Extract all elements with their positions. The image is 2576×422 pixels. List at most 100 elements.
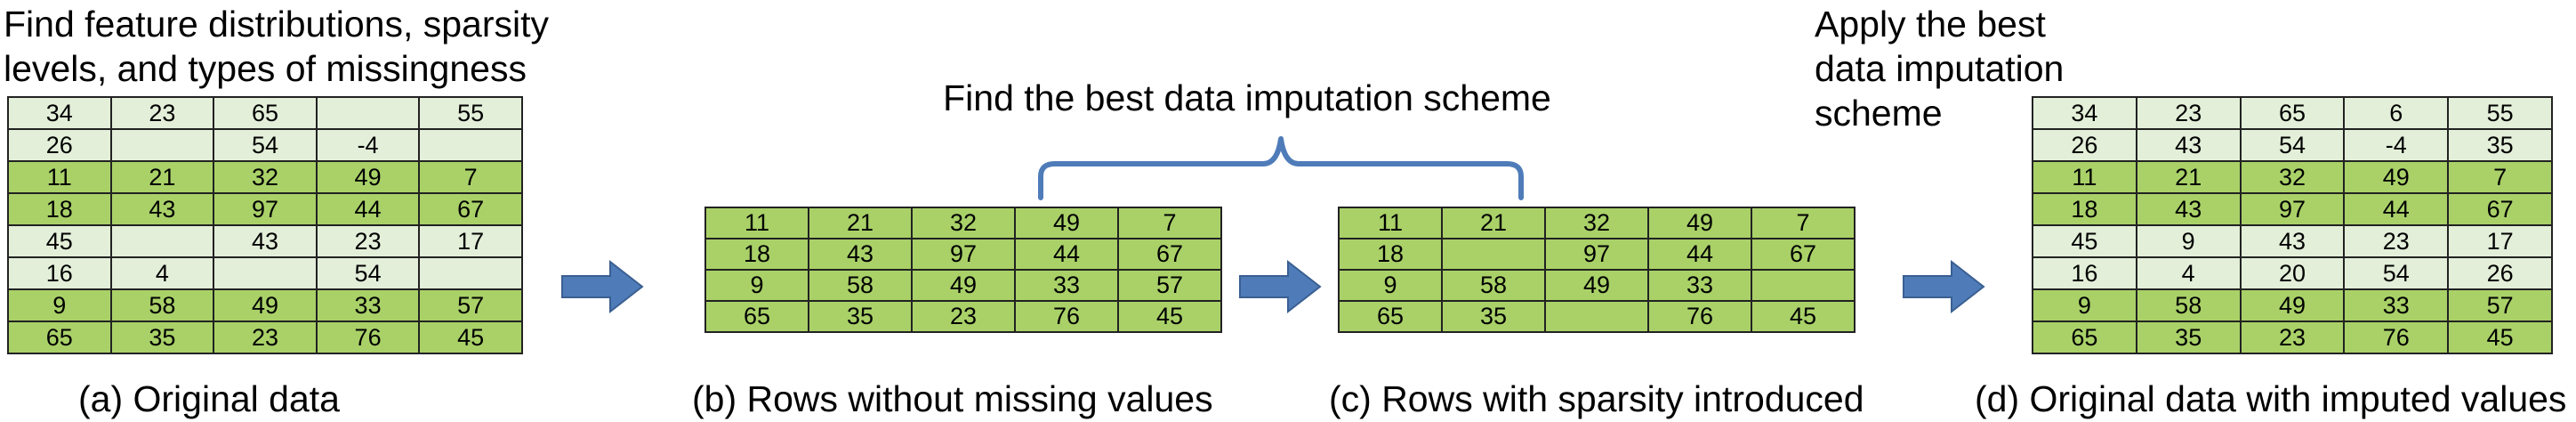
table-cell: 49 bbox=[315, 160, 421, 194]
caption-imputed-data: (d) Original data with imputed values bbox=[1975, 378, 2567, 419]
table-cell: 65 bbox=[2032, 321, 2137, 354]
table-cell: 55 bbox=[418, 96, 523, 130]
table-cell: 97 bbox=[213, 192, 318, 226]
table-cell: 57 bbox=[418, 288, 523, 322]
table-cell: 49 bbox=[2343, 160, 2450, 194]
table-cell: 35 bbox=[2135, 321, 2242, 354]
table-cell: 54 bbox=[2343, 256, 2450, 290]
table-cell: 7 bbox=[2447, 160, 2553, 194]
right-arrow-icon bbox=[1903, 259, 1985, 314]
table-cell: 55 bbox=[2447, 96, 2553, 130]
table-cell: 65 bbox=[1338, 300, 1443, 333]
table-cell: 76 bbox=[1014, 300, 1119, 333]
table-cell: 6 bbox=[2343, 96, 2450, 130]
table-cell: 57 bbox=[1117, 269, 1222, 302]
table-cell: 67 bbox=[418, 192, 523, 226]
table-cell: 45 bbox=[7, 224, 112, 258]
table-cell: 45 bbox=[1751, 300, 1856, 333]
table-cell: 45 bbox=[2032, 224, 2137, 258]
table-cell: 26 bbox=[2032, 128, 2137, 162]
table-cell: 11 bbox=[7, 160, 112, 194]
table-cell: 76 bbox=[2343, 321, 2450, 354]
table-cell: 54 bbox=[315, 256, 421, 290]
table-cell: 4 bbox=[2135, 256, 2242, 290]
table-cell: 33 bbox=[1014, 269, 1119, 302]
table-cell: 32 bbox=[1544, 207, 1649, 239]
apply-scheme-note-line-1: Apply the best bbox=[1815, 4, 2046, 45]
table-cell: 20 bbox=[2239, 256, 2346, 290]
table-cell: 43 bbox=[2135, 128, 2242, 162]
table-cell: 18 bbox=[7, 192, 112, 226]
table-cell: 76 bbox=[315, 321, 421, 354]
table-cell: 34 bbox=[7, 96, 112, 130]
table-cell: 97 bbox=[1544, 238, 1649, 271]
table-cell: 21 bbox=[109, 160, 215, 194]
table-cell: 54 bbox=[2239, 128, 2346, 162]
empty-cell bbox=[109, 224, 215, 258]
table-cell: 45 bbox=[418, 321, 523, 354]
table-cell: 43 bbox=[213, 224, 318, 258]
table-cell: 23 bbox=[109, 96, 215, 130]
table-cell: 58 bbox=[1441, 269, 1546, 302]
table-cell: 23 bbox=[2135, 96, 2242, 130]
table-cell: 57 bbox=[2447, 288, 2553, 322]
apply-scheme-note-line-3: scheme bbox=[1815, 93, 1943, 134]
table-cell: 18 bbox=[2032, 192, 2137, 226]
table-cell: 35 bbox=[109, 321, 215, 354]
empty-cell bbox=[213, 256, 318, 290]
table-cell: 32 bbox=[213, 160, 318, 194]
table-cell: 4 bbox=[109, 256, 215, 290]
table-cell: 65 bbox=[213, 96, 318, 130]
best-imputation-heading: Find the best data imputation scheme bbox=[943, 77, 1551, 118]
table-cell: 43 bbox=[2239, 224, 2346, 258]
table-cell: 67 bbox=[1751, 238, 1856, 271]
empty-cell bbox=[418, 128, 523, 162]
table-cell: 23 bbox=[911, 300, 1016, 333]
table-cell: 11 bbox=[1338, 207, 1443, 239]
table-cell: 45 bbox=[1117, 300, 1222, 333]
table-cell: 16 bbox=[2032, 256, 2137, 290]
table-cell: 35 bbox=[1441, 300, 1546, 333]
table-cell: 97 bbox=[911, 238, 1016, 271]
table-cell: 9 bbox=[2135, 224, 2242, 258]
table-cell: 11 bbox=[2032, 160, 2137, 194]
table-cell: 23 bbox=[2239, 321, 2346, 354]
table-cell: 9 bbox=[704, 269, 809, 302]
empty-cell bbox=[315, 96, 421, 130]
table-cell: 9 bbox=[1338, 269, 1443, 302]
table-cell: 45 bbox=[2447, 321, 2553, 354]
table-cell: 67 bbox=[2447, 192, 2553, 226]
empty-cell bbox=[418, 256, 523, 290]
imputation-brace bbox=[1038, 136, 1524, 200]
table-cell: 32 bbox=[911, 207, 1016, 239]
table-cell: 58 bbox=[2135, 288, 2242, 322]
table-cell: 33 bbox=[2343, 288, 2450, 322]
empty-cell bbox=[1441, 238, 1546, 271]
table-cell: 23 bbox=[213, 321, 318, 354]
table-cell: -4 bbox=[315, 128, 421, 162]
table-cell: 16 bbox=[7, 256, 112, 290]
table-cell: 49 bbox=[1647, 207, 1752, 239]
table-cell: 21 bbox=[2135, 160, 2242, 194]
